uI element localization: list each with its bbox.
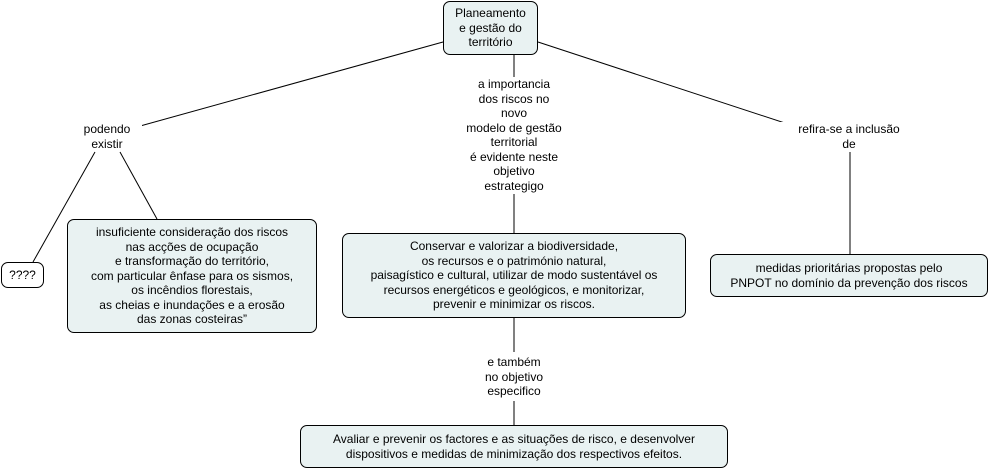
node-avaliar-prevenir[interactable]: Avaliar e prevenir os factores e as situ… <box>300 425 728 468</box>
node-insuficiente-consideracao[interactable]: insuficiente consideração dos riscos nas… <box>67 219 317 333</box>
link-label-e-tambem: e também no objetivo especifico <box>469 355 559 399</box>
connector-root-to-refira <box>537 41 801 129</box>
connector-podendo-to-unknown <box>32 151 96 263</box>
node-planeamento-root[interactable]: Planeamento e gestão do território <box>443 1 538 55</box>
node-unknown[interactable]: ???? <box>1 262 44 288</box>
node-medidas-prioritarias[interactable]: medidas prioritárias propostas pelo PNPO… <box>710 254 988 297</box>
link-label-importancia: a importancia dos riscos no novo modelo … <box>454 77 574 193</box>
link-label-refira-inclusao: refira-se a inclusão de <box>779 122 919 151</box>
link-label-podendo-existir: podendo existir <box>72 122 142 151</box>
connector-root-to-podendo <box>132 41 444 129</box>
connector-podendo-to-risks <box>119 151 158 220</box>
node-conservar-valorizar[interactable]: Conservar e valorizar a biodiversidade, … <box>342 233 686 318</box>
